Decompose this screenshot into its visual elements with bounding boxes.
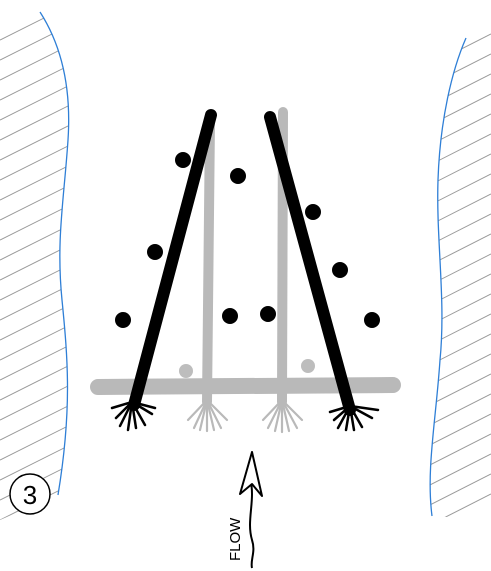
dark-dot	[364, 312, 380, 328]
dark-dot	[147, 244, 163, 260]
left-bank-line	[40, 12, 69, 495]
rear-root-left	[188, 400, 227, 431]
light-dot	[179, 364, 193, 378]
flow-label: FLOW	[227, 517, 244, 561]
flow-arrow: FLOW	[227, 452, 262, 568]
rear-root-right	[263, 400, 302, 432]
right-bank	[420, 34, 491, 530]
dark-dot	[332, 262, 348, 278]
step-number: 3	[23, 480, 37, 510]
dark-dot	[305, 204, 321, 220]
front-root-left	[112, 402, 155, 430]
rear-post-left	[207, 120, 210, 402]
front-log-left	[134, 115, 211, 405]
light-dot	[301, 359, 315, 373]
dark-dot	[175, 152, 191, 168]
dark-dot	[230, 168, 246, 184]
dark-dot	[260, 306, 276, 322]
front-root-right	[330, 406, 378, 430]
step-badge: 3	[10, 474, 50, 514]
flow-arrow-shaft	[250, 478, 253, 568]
dark-dot	[222, 308, 238, 324]
dark-dot	[115, 312, 131, 328]
left-bank-hatching	[0, 0, 80, 520]
left-bank	[0, 0, 80, 520]
dark-dots	[115, 152, 380, 328]
